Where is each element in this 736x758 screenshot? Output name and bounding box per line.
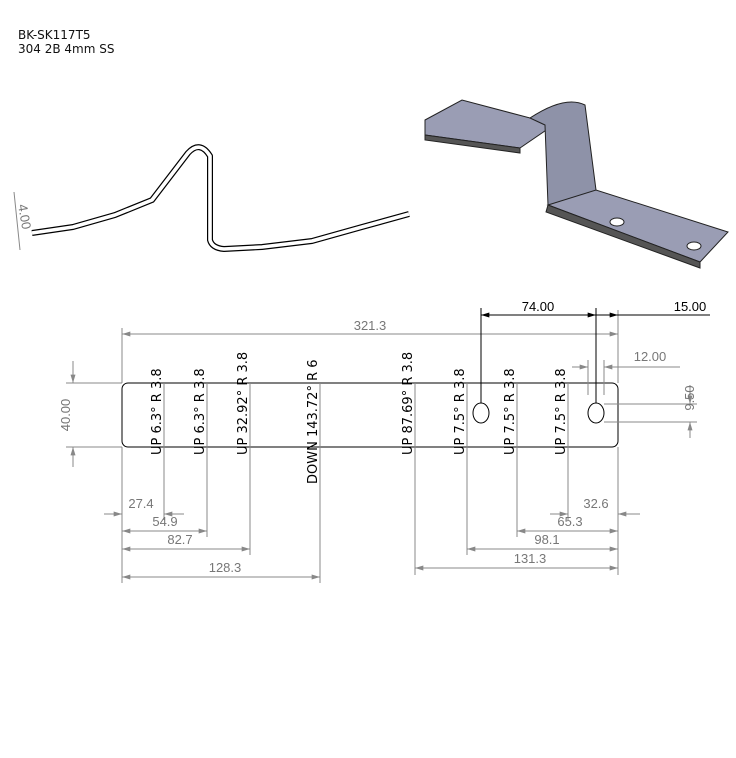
left-dim: 27.4: [128, 496, 153, 511]
part-number: BK-SK117T5: [18, 28, 91, 42]
right-dim: 65.3: [557, 514, 582, 529]
hole-icon: [686, 241, 702, 251]
bend-label: DOWN 143.72° R 6: [306, 359, 321, 484]
hole-right: [587, 402, 605, 424]
right-dim: 98.1: [534, 532, 559, 547]
right-dim: 32.6: [583, 496, 608, 511]
flat-pattern-view: UP 6.3° R 3.8 UP 6.3° R 3.8 UP 32.92° R …: [58, 299, 710, 583]
hole-width-dim: 12.00: [634, 349, 667, 364]
bend-label: UP 32.92° R 3.8: [236, 352, 251, 455]
left-dim: 54.9: [152, 514, 177, 529]
bend-label: UP 7.5° R 3.8: [503, 368, 518, 455]
bend-label: UP 7.5° R 3.8: [453, 368, 468, 455]
material-spec: 304 2B 4mm SS: [18, 42, 115, 56]
hole-height-dim: 9.50: [682, 385, 697, 410]
thickness-dimension: 4.00: [15, 203, 34, 231]
hole-spacing-dim: 74.00: [522, 299, 555, 314]
bend-label: UP 6.3° R 3.8: [193, 368, 208, 455]
right-dim: 131.3: [514, 551, 547, 566]
left-dim: 82.7: [167, 532, 192, 547]
bend-label: UP 6.3° R 3.8: [150, 368, 165, 455]
hole-edge-offset-dim: 15.00: [674, 299, 707, 314]
left-dim: 128.3: [209, 560, 242, 575]
overall-length-dim: 321.3: [354, 318, 387, 333]
width-dim: 40.00: [58, 399, 73, 432]
hole-left: [472, 402, 490, 424]
isometric-3d-view: [424, 99, 729, 269]
hole-icon: [609, 217, 625, 227]
bend-label: UP 7.5° R 3.8: [554, 368, 569, 455]
bend-label: UP 87.69° R 3.8: [401, 352, 416, 455]
side-profile-view: 4.00: [13, 144, 410, 252]
